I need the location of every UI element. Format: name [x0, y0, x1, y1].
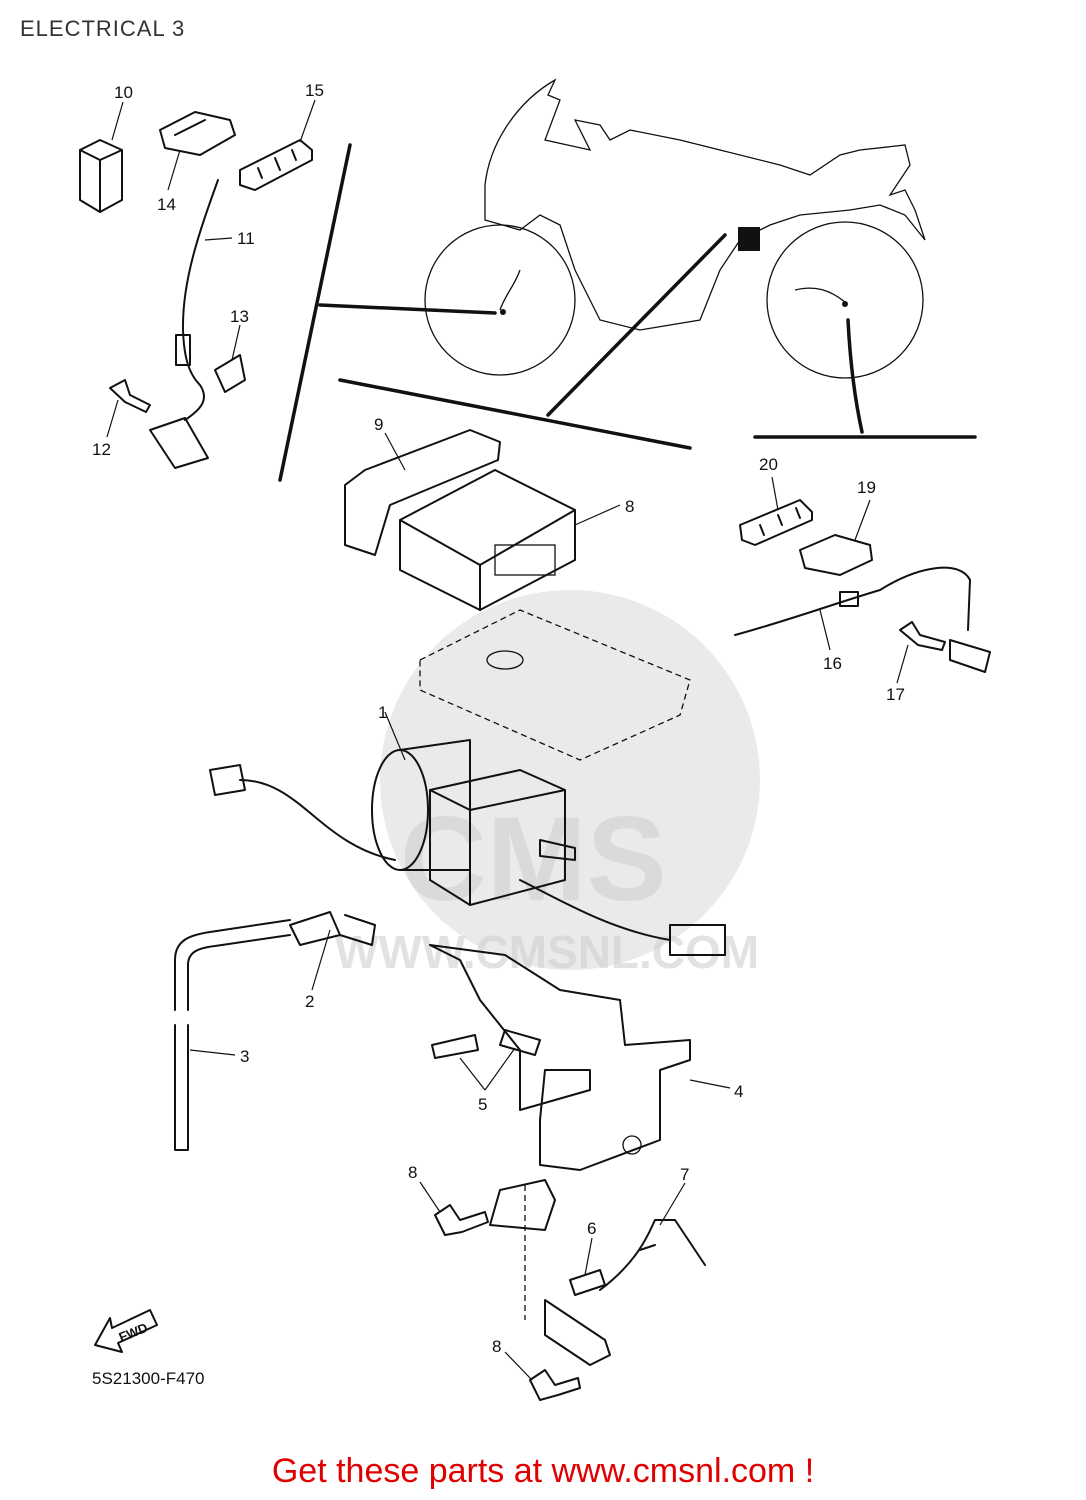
- callout-16: 15: [305, 81, 324, 100]
- callout-20: 20: [759, 455, 778, 474]
- callout-11: 10: [114, 83, 133, 102]
- damper-part-6: [569, 1269, 606, 1296]
- tray: [419, 609, 691, 761]
- callout-17: 16: [823, 654, 842, 673]
- callout-14: 13: [230, 307, 249, 326]
- promo-link[interactable]: Get these parts at www.cmsnl.com !: [271, 1452, 815, 1490]
- bracket-part-14: [214, 354, 246, 393]
- callout-13: 12: [92, 440, 111, 459]
- callout-5: 5: [478, 1095, 487, 1114]
- damper-part-5: [431, 1029, 541, 1059]
- motorcycle-outline: [424, 78, 926, 379]
- bracket-part-4: [429, 944, 691, 1320]
- callout-1: 1: [378, 703, 387, 722]
- callout-12: 11: [237, 229, 255, 248]
- clamp-part-20: [739, 499, 813, 546]
- callout-8: 8: [408, 1163, 417, 1182]
- callout-9: 8: [625, 497, 634, 516]
- callout-3: 3: [240, 1047, 249, 1066]
- watermark-logo: CMS: [400, 792, 667, 926]
- callout-10: 9: [374, 415, 383, 434]
- bolt-part-18: [899, 621, 946, 651]
- drawing-code: 5S21300-F470: [92, 1369, 204, 1388]
- callout-2: 2: [305, 992, 314, 1011]
- watermark-url: WWW.CMSNL.COM: [335, 926, 759, 978]
- bolt-part-13: [109, 379, 151, 413]
- clamp-part-19: [799, 534, 873, 576]
- callout-15: 14: [157, 195, 176, 214]
- ecu-part-9: [399, 469, 576, 611]
- rear-sensor-part-17: [734, 566, 991, 673]
- hose-fitting-part-2: [289, 911, 376, 946]
- hose-part-3: [174, 919, 291, 1151]
- callout-6: 6: [587, 1219, 596, 1238]
- bolt-part-8-lower: [529, 1369, 581, 1401]
- leader-lines: [106, 99, 909, 1381]
- callout-4: 4: [734, 1082, 743, 1101]
- callout-7: 7: [680, 1165, 689, 1184]
- relay-part-11: [79, 139, 123, 213]
- callout-19: 19: [857, 478, 876, 497]
- bolt-part-8: [434, 1204, 489, 1236]
- fwd-arrow-icon: FWD: [94, 1309, 158, 1353]
- callout-8-lower: 8: [492, 1337, 501, 1356]
- callout-18: 17: [886, 685, 905, 704]
- clamp-part-16: [239, 139, 313, 191]
- strap-part-10: [344, 429, 501, 556]
- stay-part-7: [544, 1219, 706, 1366]
- callout-numbers: 10 15 14 11 13 12 9 8 1 2 3 5 4 7 6 8 8 …: [92, 81, 905, 1356]
- hydraulic-unit-part-1: [209, 739, 726, 956]
- page-title: ELECTRICAL 3: [20, 16, 186, 41]
- front-sensor-part-12: [149, 179, 219, 469]
- clamp-part-15: [159, 111, 236, 156]
- watermark: CMS WWW.CMSNL.COM: [335, 590, 760, 978]
- pointer-lines: [278, 143, 977, 482]
